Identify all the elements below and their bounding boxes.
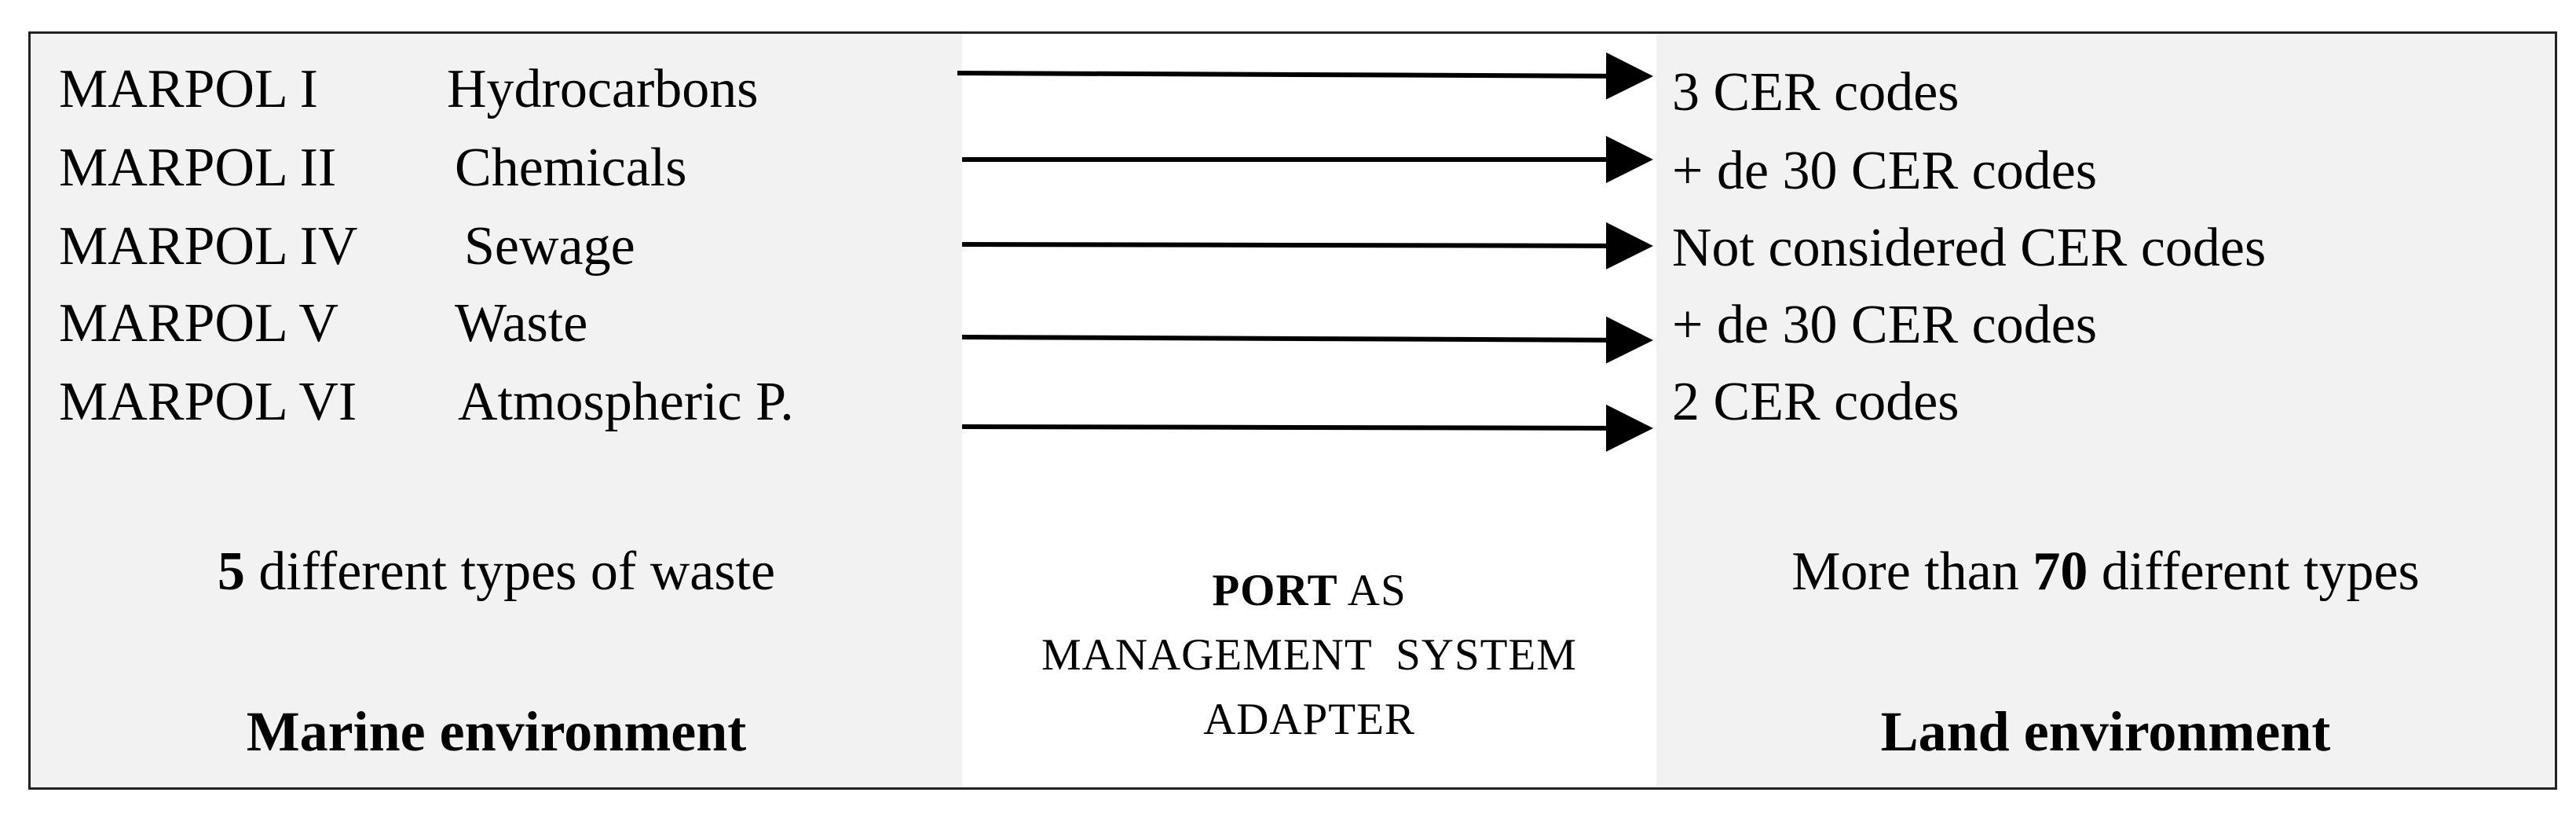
annex-label: MARPOL V [59, 293, 338, 354]
marine-environment-title: Marine environment [246, 700, 747, 763]
marine-environment-panel [31, 34, 962, 787]
marine-summary-text: different types of waste [244, 541, 776, 602]
adapter-line-1: PORT AS [962, 559, 1656, 623]
land-summary: More than 70 different types [1656, 545, 2555, 600]
annex-label: MARPOL IV [59, 216, 358, 277]
land-summary-prefix: More than [1791, 541, 2033, 602]
cer-codes-label: Not considered CER codes [1672, 218, 2267, 278]
diagram-frame: MARPOL I Hydrocarbons 3 CER codes MARPOL… [28, 31, 2557, 790]
land-environment-title: Land environment [1880, 700, 2331, 763]
waste-category-label: Hydrocarbons [447, 59, 759, 119]
waste-category-label: Waste [455, 293, 588, 354]
adapter-line-1-rest: AS [1337, 566, 1407, 615]
arrow-row-1 [957, 52, 1653, 100]
marine-summary: 5 different types of waste [31, 545, 962, 600]
arrow-row-4 [961, 316, 1653, 364]
waste-category-label: Chemicals [455, 138, 687, 198]
arrow-row-3 [961, 222, 1653, 270]
waste-category-label: Sewage [464, 216, 635, 277]
marine-type-count: 5 [217, 541, 245, 602]
land-environment-panel [1656, 34, 2555, 787]
arrow-row-5 [961, 404, 1653, 452]
mapping-arrows [957, 52, 1653, 452]
cer-codes-label: 3 CER codes [1672, 62, 1959, 123]
adapter-line-2: MANAGEMENT SYSTEM [1041, 630, 1577, 680]
cer-codes-label: + de 30 CER codes [1672, 141, 2098, 201]
port-adapter-label: PORT AS MANAGEMENT SYSTEM ADAPTER [962, 559, 1656, 752]
cer-codes-label: + de 30 CER codes [1672, 295, 2098, 355]
land-type-count: 70 [2033, 541, 2088, 602]
adapter-line-3: ADAPTER [1203, 695, 1415, 744]
annex-label: MARPOL II [59, 138, 337, 198]
annex-label: MARPOL VI [59, 372, 357, 432]
annex-label: MARPOL I [59, 59, 318, 119]
waste-category-label: Atmospheric P. [458, 372, 794, 432]
cer-codes-label: 2 CER codes [1672, 372, 1959, 432]
adapter-port-word: PORT [1212, 566, 1338, 615]
land-summary-suffix: different types [2088, 541, 2420, 602]
